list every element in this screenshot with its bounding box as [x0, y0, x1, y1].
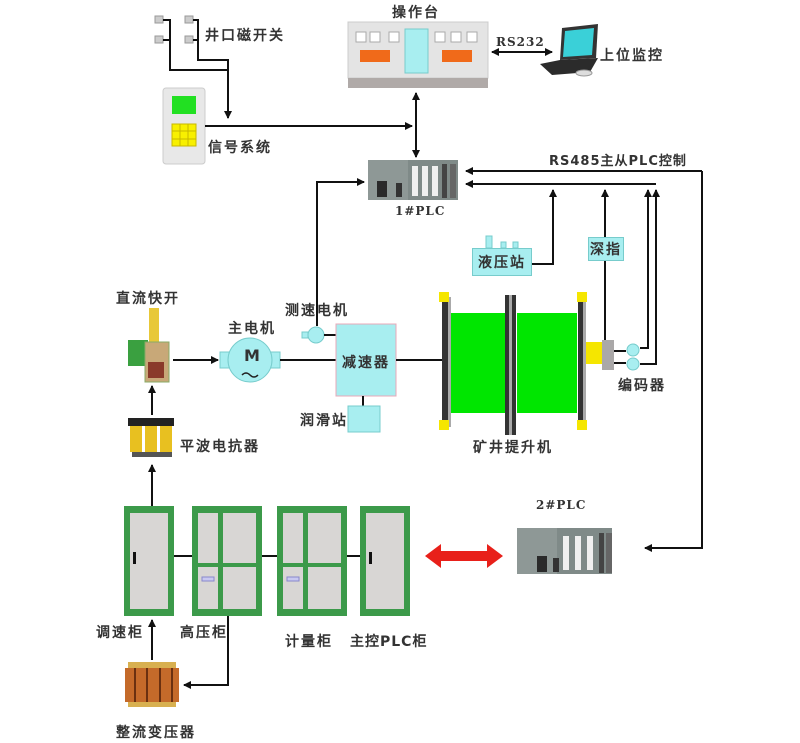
tacho-plc1-link — [316, 178, 365, 326]
metering-cabinet — [277, 506, 347, 616]
hoist-label: 矿井提升机 — [473, 440, 553, 456]
reactor-icon — [128, 418, 174, 457]
red-bidirectional-arrow — [425, 544, 503, 568]
dc-fast-switch-icon — [128, 308, 170, 383]
reducer-label: 减速器 — [342, 355, 390, 371]
encoder-label: 编码器 — [618, 378, 666, 394]
plc1-label: 1#PLC — [395, 204, 446, 218]
signal-system-icon — [162, 87, 206, 165]
speed-cabinet — [124, 506, 174, 616]
laptop-icon — [540, 24, 598, 77]
main-motor-label: 主电机 — [228, 321, 276, 337]
rs485-bus — [465, 167, 703, 552]
plc2-label: 2#PLC — [536, 498, 587, 512]
hydraulic-station-icon — [485, 235, 519, 249]
shaft-switch-icon — [154, 15, 194, 44]
depth-indicator-box: 深指 — [588, 237, 624, 261]
rectifier-transformer-icon — [125, 662, 179, 707]
main-plc-cabinet — [360, 506, 410, 616]
hoist-drum-icon — [439, 292, 614, 435]
main-motor-icon — [219, 337, 281, 383]
signal-system-label: 信号系统 — [208, 140, 272, 156]
lube-station-label: 润滑站 — [300, 413, 348, 429]
rs485-label: RS485主从PLC控制 — [549, 154, 687, 169]
reactor-label: 平波电抗器 — [180, 439, 260, 455]
dc-fast-switch-label: 直流快开 — [116, 291, 180, 307]
hv-transformer-link — [183, 616, 229, 689]
console-label: 操作台 — [392, 5, 440, 21]
shaft-switch-label: 井口磁开关 — [205, 28, 285, 44]
rs232-label: RS232 — [496, 35, 545, 49]
lube-station-box — [347, 405, 381, 433]
tacho-motor-label: 测速电机 — [285, 303, 349, 319]
hydraulic-station-box: 液压站 — [472, 248, 532, 276]
shaft-switch-wires — [163, 19, 232, 119]
host-monitor-label: 上位监控 — [600, 48, 664, 64]
hv-cabinet-label: 高压柜 — [180, 625, 228, 641]
console-icon — [347, 21, 489, 88]
tacho-motor-icon — [301, 326, 336, 344]
encoder-icon — [614, 343, 640, 371]
speed-cabinet-label: 调速柜 — [96, 625, 144, 641]
plc1-icon — [368, 160, 458, 200]
hv-cabinet — [192, 506, 262, 616]
motor-symbol: M — [244, 346, 260, 365]
plc2-icon — [517, 528, 612, 574]
main-plc-cabinet-label: 主控PLC柜 — [350, 634, 428, 650]
metering-cabinet-label: 计量柜 — [285, 634, 333, 650]
rectifier-transformer-label: 整流变压器 — [116, 725, 196, 741]
